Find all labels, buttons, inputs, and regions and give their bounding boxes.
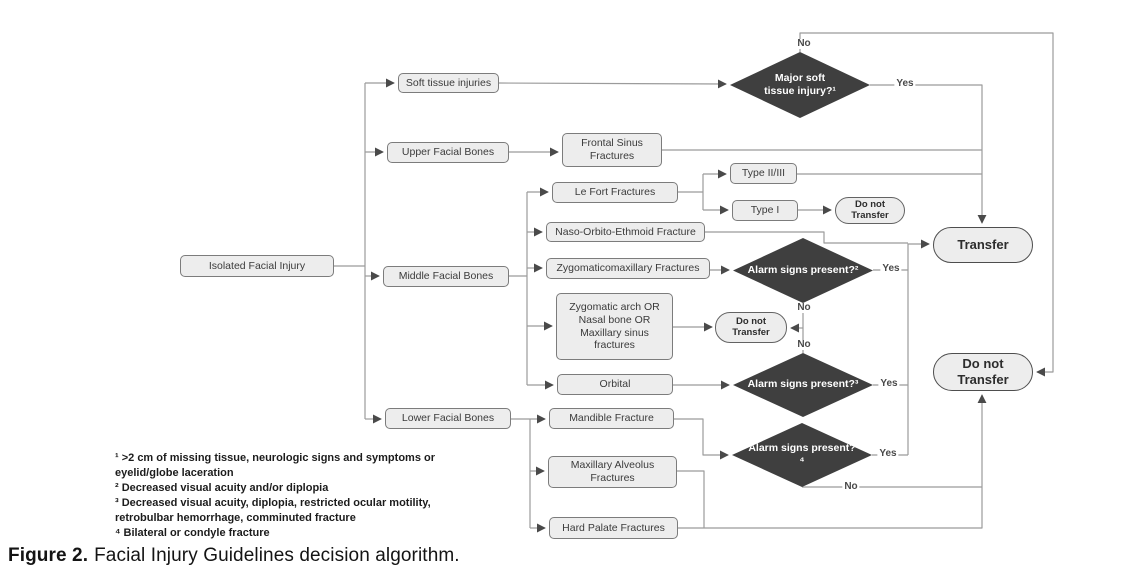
edge-label-no: No — [795, 302, 813, 313]
node-orbital: Orbital — [557, 374, 673, 395]
node-le-fort-fractures: Le Fort Fractures — [552, 182, 678, 203]
node-naso-orbito-ethmoid-fracture: Naso-Orbito-Ethmoid Fracture — [546, 222, 705, 242]
edge-label-yes: Yes — [878, 378, 900, 389]
footnote-line: eyelid/globe laceration — [115, 467, 234, 479]
node-isolated-facial-injury: Isolated Facial Injury — [180, 255, 334, 277]
footnote-line: ⁴ Bilateral or condyle fracture — [115, 527, 270, 539]
node-upper-facial-bones: Upper Facial Bones — [387, 142, 509, 163]
footnote-line: ¹ >2 cm of missing tissue, neurologic si… — [115, 452, 435, 464]
node-frontal-sinus-fractures: Frontal Sinus Fractures — [562, 133, 662, 167]
node-lower-facial-bones: Lower Facial Bones — [385, 408, 511, 429]
edge-label-yes: Yes — [877, 448, 899, 459]
node-maxillary-alveolus-fractures: Maxillary Alveolus Fractures — [548, 456, 677, 488]
edge-soft-tissue-to-major-decision — [498, 79, 727, 89]
figure-caption-number: Figure 2. — [8, 545, 89, 566]
node-type-2-3: Type II/III — [730, 163, 797, 184]
footnote-line: ³ Decreased visual acuity, diplopia, res… — [115, 497, 431, 509]
node-zygomaticomaxillary-fractures: Zygomaticomaxillary Fractures — [546, 258, 710, 279]
edge-maxalv-route — [677, 470, 705, 528]
edge-label-no: No — [842, 481, 860, 492]
footnote-line: retrobulbar hemorrhage, comminuted fract… — [115, 512, 356, 524]
edge-yes-trunk-to-transfer — [907, 239, 930, 455]
node-type-1: Type I — [732, 200, 798, 221]
footnote-line: ² Decreased visual acuity and/or diplopi… — [115, 482, 329, 494]
edge-noe-route — [705, 231, 908, 244]
figure-caption: Figure 2.Facial Injury Guidelines decisi… — [8, 545, 460, 567]
node-mandible-fracture: Mandible Fracture — [549, 408, 674, 429]
figure-caption-text: Facial Injury Guidelines decision algori… — [94, 545, 460, 566]
edge-mandible-to-alarm4 — [674, 418, 729, 460]
footnotes: ¹ >2 cm of missing tissue, neurologic si… — [115, 451, 435, 541]
edge-label-no: No — [795, 339, 813, 350]
terminal-do-not-transfer: Do not Transfer — [933, 353, 1033, 391]
node-soft-tissue-injuries: Soft tissue injuries — [398, 73, 499, 93]
node-middle-facial-bones: Middle Facial Bones — [383, 266, 509, 287]
node-do-not-transfer-type1: Do not Transfer — [835, 197, 905, 224]
node-do-not-transfer-middle: Do not Transfer — [715, 312, 787, 343]
node-zygomatic-arch-nasal-maxillary: Zygomatic arch OR Nasal bone OR Maxillar… — [556, 293, 673, 360]
edge-label-no: No — [795, 38, 813, 49]
edge-label-yes: Yes — [880, 263, 902, 274]
terminal-transfer: Transfer — [933, 227, 1033, 263]
node-hard-palate-fractures: Hard Palate Fractures — [549, 517, 678, 539]
edge-hardpal-to-do-not-transfer — [678, 394, 987, 529]
edge-label-yes: Yes — [894, 78, 916, 89]
